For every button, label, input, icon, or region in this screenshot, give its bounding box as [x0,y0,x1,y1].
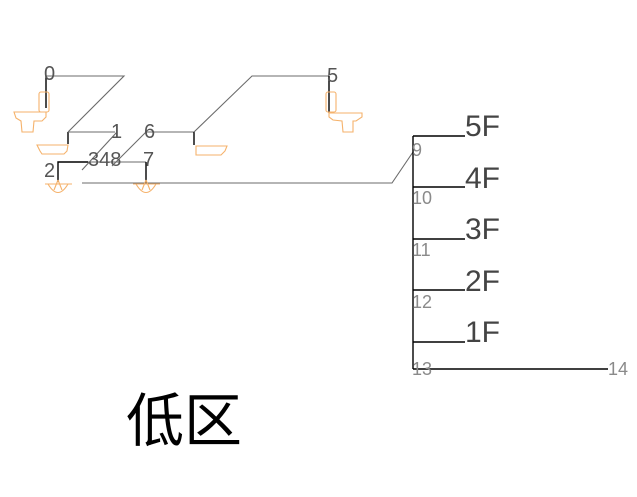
floor-label-2f: 2F [465,265,500,298]
floor-label-1f: 1F [465,316,500,349]
pipe-main-horizontal [82,151,414,184]
node-label-1: 1 [111,121,122,143]
pipe-branch-0 [46,75,126,133]
pipe-diagonal-1 [81,131,118,171]
floor-drain-icon [133,179,160,194]
node-label-0: 0 [44,63,55,85]
riser-labels: 9 10 11 12 13 14 [412,140,628,379]
toilet-icon [13,91,50,133]
node-label-2: 2 [44,160,55,182]
zone-title: 低区 [126,387,242,455]
riser-label-13: 13 [412,359,432,379]
riser-label-12: 12 [412,292,432,312]
fixtures [13,91,363,194]
node-label-7: 7 [143,149,154,171]
washbasin-icon [195,145,228,156]
toilet-icon [325,91,363,133]
riser-label-9: 9 [412,140,422,160]
node-labels: 0 1 2 348 5 6 7 [44,63,338,182]
riser-label-10: 10 [412,188,432,208]
floor-label-4f: 4F [465,162,500,195]
riser-label-14: 14 [608,359,628,379]
floor-drain-icon [45,179,72,194]
floor-labels: 5F 4F 3F 2F 1F [465,110,500,349]
pipe-branch-2 [57,161,88,182]
floor-label-3f: 3F [465,213,500,246]
node-label-348: 348 [88,149,121,171]
pipe-network [45,75,608,370]
riser-label-11: 11 [412,240,431,260]
floor-label-5f: 5F [465,110,500,143]
pipe-diagonal-6 [111,131,147,167]
pipe-branch-5 [193,75,329,133]
washbasin-icon [36,144,69,155]
node-label-6: 6 [144,121,155,143]
node-label-5: 5 [327,65,338,87]
